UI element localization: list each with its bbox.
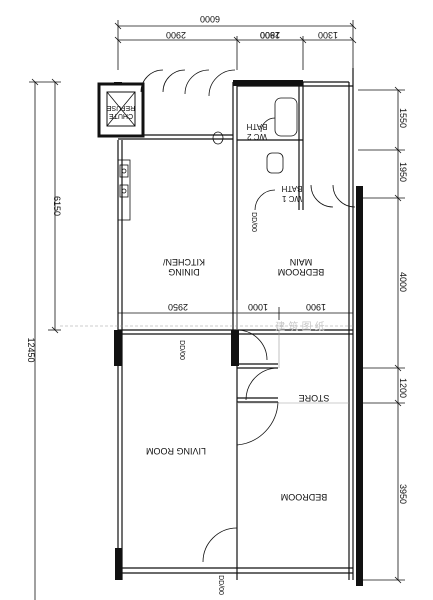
dim-right-seg-3: 4000	[398, 272, 408, 292]
room-bath1-line2: WC 1	[281, 194, 302, 203]
door-tag-2: DD/00	[178, 340, 185, 360]
dim-mid-seg-3: 1900	[306, 302, 326, 312]
door-tag-1: DD/00	[250, 212, 257, 232]
room-bath1-line1: BATH	[281, 184, 302, 193]
dim-top-seg-2-view: 1800	[260, 30, 280, 40]
dim-overall-top: 6000	[200, 14, 220, 24]
refuse-chute-line1: REFUSE	[106, 104, 135, 111]
dim-top-seg-3-view: 1300	[318, 30, 338, 40]
refuse-chute-line2: CHUTE	[109, 112, 133, 119]
dim-right-seg-2: 1950	[398, 162, 408, 182]
dim-top-seg-1: 2900	[260, 30, 280, 40]
top-dimensions	[114, 20, 357, 70]
side-dimensions	[29, 78, 405, 600]
text-layer: 6000 2900 1800 1800 2900 1800 1300 12450…	[26, 14, 408, 595]
dim-mid-seg-2: 1000	[248, 302, 268, 312]
room-kitchen-line2: DINING	[168, 267, 200, 277]
room-bath2-line2: WC 2	[246, 132, 267, 141]
room-main-bedroom-line2: BEDROOM	[278, 267, 325, 277]
guide-lines	[59, 300, 353, 404]
doors	[140, 69, 356, 563]
room-bath2-line1: BATH	[246, 122, 267, 131]
structural-walls	[114, 80, 363, 586]
dim-right-seg-4: 1200	[398, 378, 408, 398]
room-bedroom: BEDROOM	[281, 492, 328, 502]
watermark: 建 筑 图 纸	[275, 320, 325, 333]
dim-right-seg-1: 1550	[398, 108, 408, 128]
dim-right-seg-5: 3950	[398, 484, 408, 504]
dim-left-inner: 6150	[52, 196, 62, 216]
refuse-chute	[97, 82, 145, 138]
room-kitchen-line1: KITCHEN/	[163, 257, 206, 267]
door-tag-3: DD/00	[217, 575, 224, 595]
room-store: STORE	[299, 393, 330, 403]
dim-mid-seg-1: 2950	[168, 302, 188, 312]
room-main-bedroom-line1: MAIN	[290, 257, 313, 267]
dim-left-overall: 12450	[26, 337, 36, 362]
room-living: LIVING ROOM	[146, 446, 206, 456]
mirrored-plan	[29, 20, 405, 600]
fixtures	[117, 97, 298, 221]
dim-top-seg-1-view: 2900	[166, 30, 186, 40]
